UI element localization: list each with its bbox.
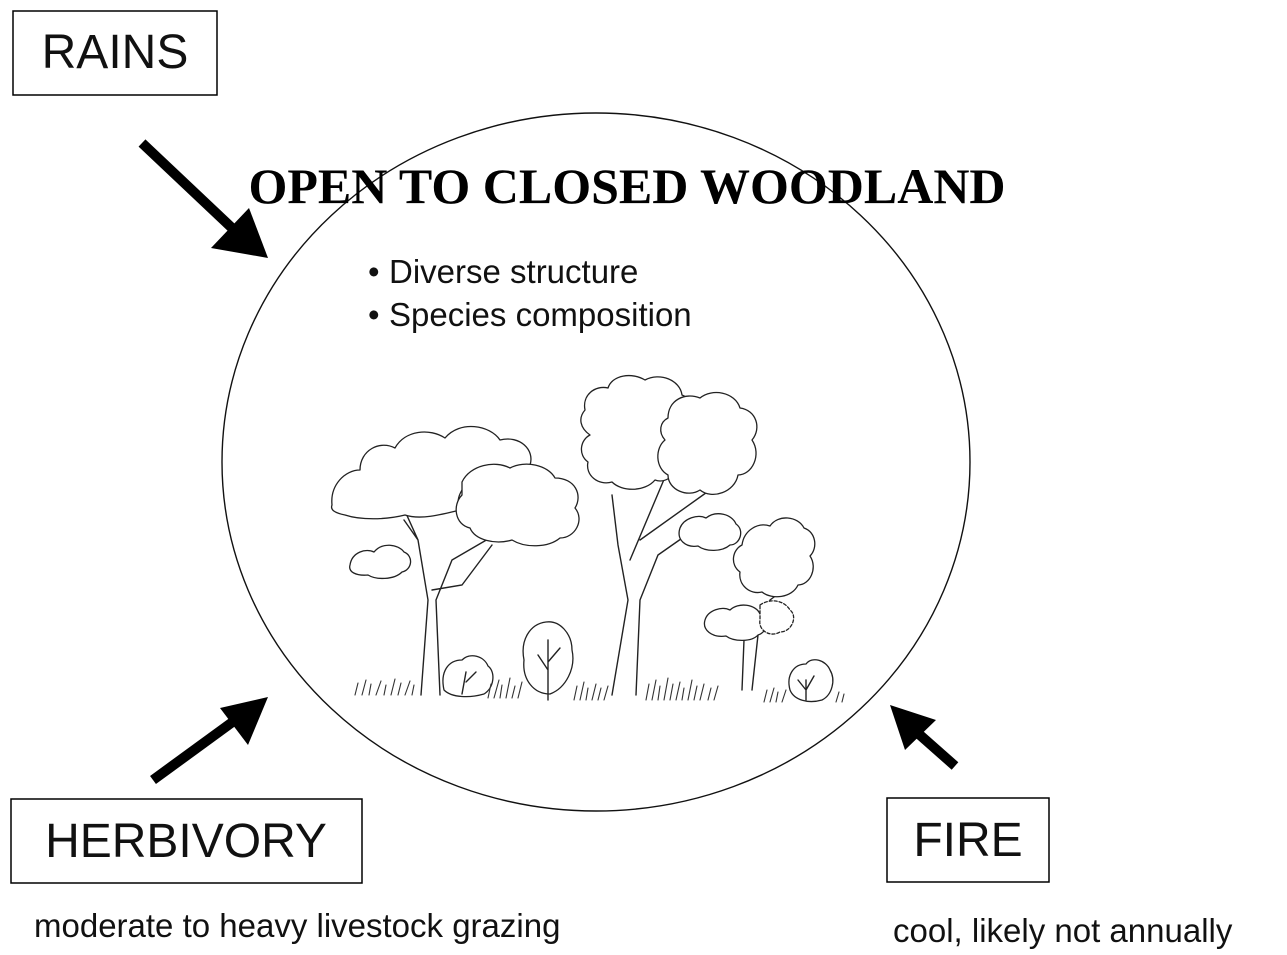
middle-tree-crown-c [679,514,741,551]
bullet-dot-1: • [368,253,380,290]
herbivory-factor: HERBIVORY [11,799,362,883]
herbivory-label: HERBIVORY [45,815,327,868]
middle-tree-trunk [612,470,710,695]
state-title: OPEN TO CLOSED WOODLAND [248,158,1005,214]
woodland-illustration [332,376,844,702]
fire-label: FIRE [913,814,1022,867]
bullet-species-composition: Species composition [389,296,692,333]
left-tree-crown-b [456,464,579,546]
right-tree-crown-a [733,518,814,597]
rains-factor: RAINS [13,11,217,95]
right-tree-crown-c [760,601,794,634]
rains-label: RAINS [42,26,189,79]
fire-arrow [890,705,955,766]
right-tree-crown-b [704,605,766,640]
shrub-left [443,656,493,697]
fire-factor: FIRE [887,798,1049,882]
bullet-diverse-structure: Diverse structure [389,253,638,290]
herbivory-description: moderate to heavy livestock grazing [34,907,560,944]
bullet-dot-2: • [368,296,380,333]
herbivory-arrow [153,697,268,780]
middle-tree-crown-b [658,393,757,495]
state-attributes-list: • Diverse structure • Species compositio… [368,253,692,333]
left-tree-crown-c [350,545,411,578]
grass-layer [355,678,844,702]
fire-description: cool, likely not annually [893,912,1233,949]
